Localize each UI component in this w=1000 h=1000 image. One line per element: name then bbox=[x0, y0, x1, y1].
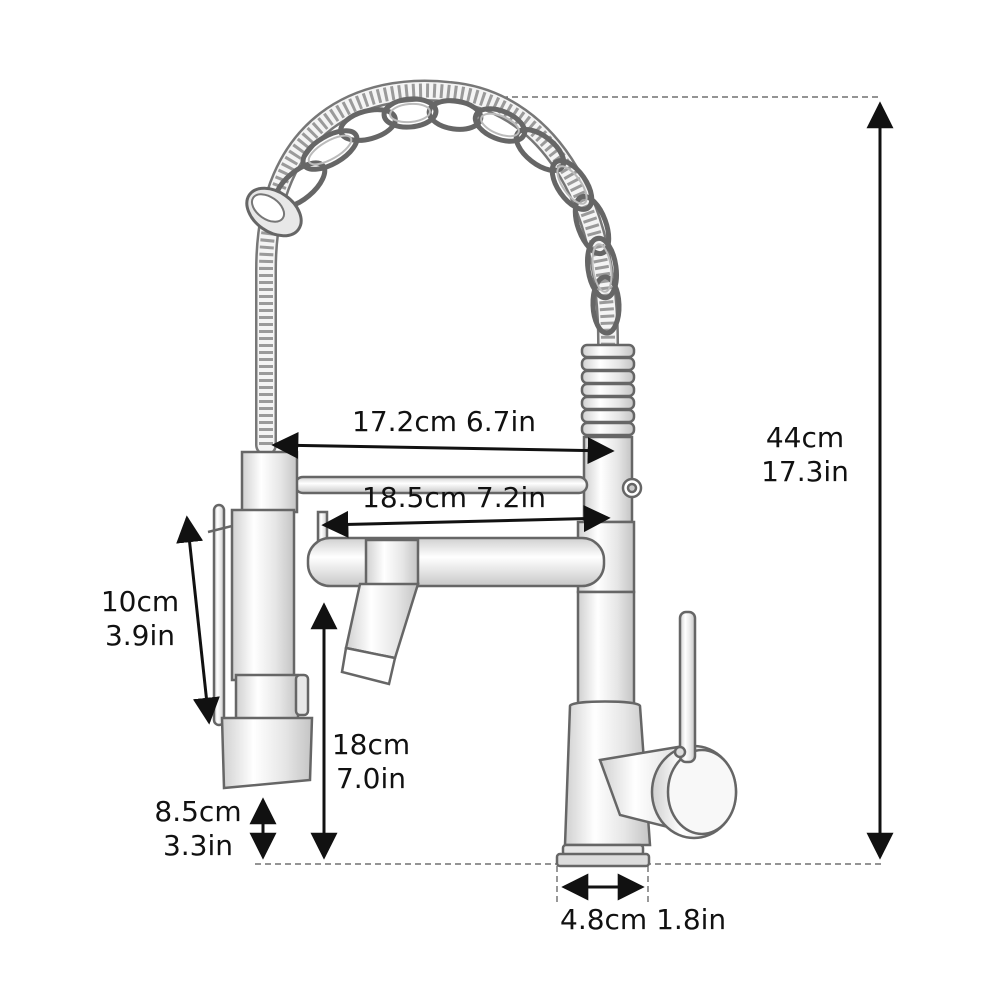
sprayer-clearance-label: 8.5cm 3.3in bbox=[142, 795, 254, 863]
spout-clearance-imperial: 7.0in bbox=[335, 762, 407, 795]
spray-arm-reach-label: 17.2cm 6.7in bbox=[352, 405, 536, 439]
sprayer-head bbox=[207, 450, 314, 790]
total-height-imperial: 17.3in bbox=[761, 455, 849, 488]
sprayer-clearance-imperial: 3.3in bbox=[162, 829, 234, 862]
base-diameter-imperial: 1.8in bbox=[656, 903, 727, 936]
spray-arm-reach-imperial: 6.7in bbox=[465, 405, 536, 438]
spout-reach-imperial: 7.2in bbox=[475, 481, 546, 514]
spray-arm-reach-metric: 17.2cm bbox=[352, 405, 458, 438]
base-diameter-label: 4.8cm 1.8in bbox=[560, 903, 726, 937]
base-diameter-metric: 4.8cm bbox=[560, 903, 648, 936]
spring-coils-inner bbox=[307, 102, 613, 293]
spout-reach-arrow bbox=[321, 505, 611, 538]
faucet-body bbox=[555, 610, 738, 868]
sprayer-length-metric: 10cm bbox=[100, 585, 180, 618]
total-height-label: 44cm 17.3in bbox=[750, 421, 860, 489]
dimension-arrows bbox=[176, 101, 894, 901]
spray-arm-reach-arrow bbox=[271, 431, 615, 465]
hose-end-cap bbox=[245, 186, 303, 238]
sprayer-clearance-metric: 8.5cm bbox=[154, 795, 242, 828]
total-height-metric: 44cm bbox=[765, 421, 845, 454]
spring-base bbox=[580, 343, 636, 437]
spout-clearance-metric: 18cm bbox=[331, 728, 411, 761]
spout-reach-label: 18.5cm 7.2in bbox=[362, 481, 546, 515]
spout-clearance-label: 18cm 7.0in bbox=[322, 728, 420, 796]
braided-hose bbox=[255, 79, 620, 456]
sprayer-length-arrow bbox=[176, 515, 220, 725]
spout-arm bbox=[306, 510, 606, 686]
spout-reach-metric: 18.5cm bbox=[362, 481, 468, 514]
sprayer-length-label: 10cm 3.9in bbox=[90, 585, 190, 653]
sprayer-length-imperial: 3.9in bbox=[104, 619, 176, 652]
